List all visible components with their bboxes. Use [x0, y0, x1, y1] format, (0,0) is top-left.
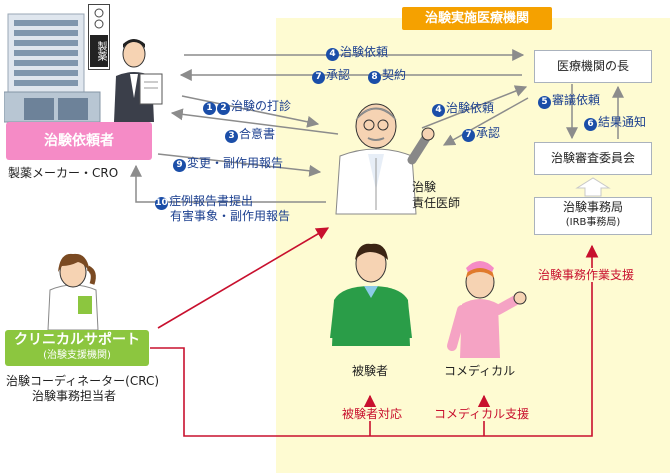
comedical-support-label: コメディカル支援 — [432, 407, 532, 421]
irb-box: 治験審査委員会 — [534, 142, 652, 175]
clinical-support-sub-label: (治験支援機関) — [43, 350, 111, 361]
building-icon — [4, 13, 101, 123]
arrow-office-to-irb — [575, 177, 611, 197]
step-text: 変更・副作用報告 — [187, 156, 284, 170]
comedical-icon — [447, 261, 527, 358]
step-text: 治験依頼 — [446, 101, 495, 115]
trial-office-label: 治験事務局 — [562, 200, 623, 214]
step-number-badge: 7 — [312, 71, 325, 84]
step-10-case-report: 10症例報告書提出 — [155, 194, 253, 210]
step-number-badge: 9 — [173, 159, 186, 172]
doctor-label-line1: 治験 — [412, 180, 437, 194]
step-text: 結果通知 — [598, 115, 647, 129]
clinical-support-label: クリニカルサポート — [14, 332, 140, 348]
step-number-badge: 5 — [538, 96, 551, 109]
clinical-support-box: クリニカルサポート (治験支援機関) — [5, 330, 149, 366]
step-number-badge: 4 — [326, 48, 339, 61]
trial-clerk-label: 治験事務担当者 — [32, 389, 117, 403]
step-text: 治験依頼 — [340, 45, 389, 59]
crc-icon — [47, 253, 99, 330]
step-text: 承認 — [326, 68, 351, 82]
step-number-badge: 3 — [225, 130, 238, 143]
pharma-sign: 製薬 — [88, 4, 110, 70]
step-text: 契約 — [382, 68, 407, 82]
doctor-icon — [335, 103, 435, 215]
support-line-main — [150, 244, 599, 437]
trial-office-sub-label: (IRB事務局) — [565, 217, 621, 228]
subject-icon — [330, 243, 412, 346]
step-text: 症例報告書提出 — [169, 194, 254, 208]
arrow-agreement-to-sponsor — [170, 108, 339, 135]
facility-title: 治験実施医療機関 — [402, 7, 552, 30]
support-arrow-to-doctor — [157, 227, 330, 329]
sponsor-sub-label: 製薬メーカー・CRO — [8, 166, 119, 180]
arrow-head-to-doctor — [442, 97, 529, 146]
sponsor-box: 治験依頼者 — [6, 122, 152, 160]
step-text: 承認 — [476, 126, 501, 140]
step-number-badge: 7 — [462, 129, 475, 142]
step-number-badge: 4 — [432, 104, 445, 117]
arrow-consult-to-doctor — [181, 95, 320, 128]
step-text: 治験の打診 — [231, 99, 292, 113]
crc-label: 治験コーディネーター(CRC) — [6, 374, 160, 388]
office-support-label: 治験事務作業支援 — [536, 268, 637, 282]
arrow-change-report-to-doctor — [157, 153, 322, 177]
subject-support-label: 被験者対応 — [340, 407, 405, 421]
pharma-sign-text: 製薬 — [90, 35, 108, 67]
step-number-badge: 1 — [203, 102, 216, 115]
step-number-badge: 6 — [584, 118, 597, 131]
arrow-case-report-to-sponsor — [130, 164, 326, 203]
step-text: 審議依頼 — [552, 93, 601, 107]
step-number-badge: 8 — [368, 71, 381, 84]
comedical-label: コメディカル — [444, 364, 516, 378]
arrow-doctor-to-head — [421, 85, 528, 129]
step-text: 合意書 — [239, 127, 276, 141]
doctor-label-line2: 責任医師 — [412, 196, 461, 210]
subject-label: 被験者 — [352, 364, 389, 378]
step-10-adverse-report: 有害事象・副作用報告 — [170, 209, 291, 223]
step-number-badge: 2 — [217, 102, 230, 115]
businessman-icon — [114, 39, 163, 122]
trial-office-box: 治験事務局 (IRB事務局) — [534, 197, 652, 235]
step-number-badge: 10 — [155, 197, 168, 210]
facility-area — [276, 18, 670, 473]
hospital-head-box: 医療機関の長 — [534, 50, 652, 83]
